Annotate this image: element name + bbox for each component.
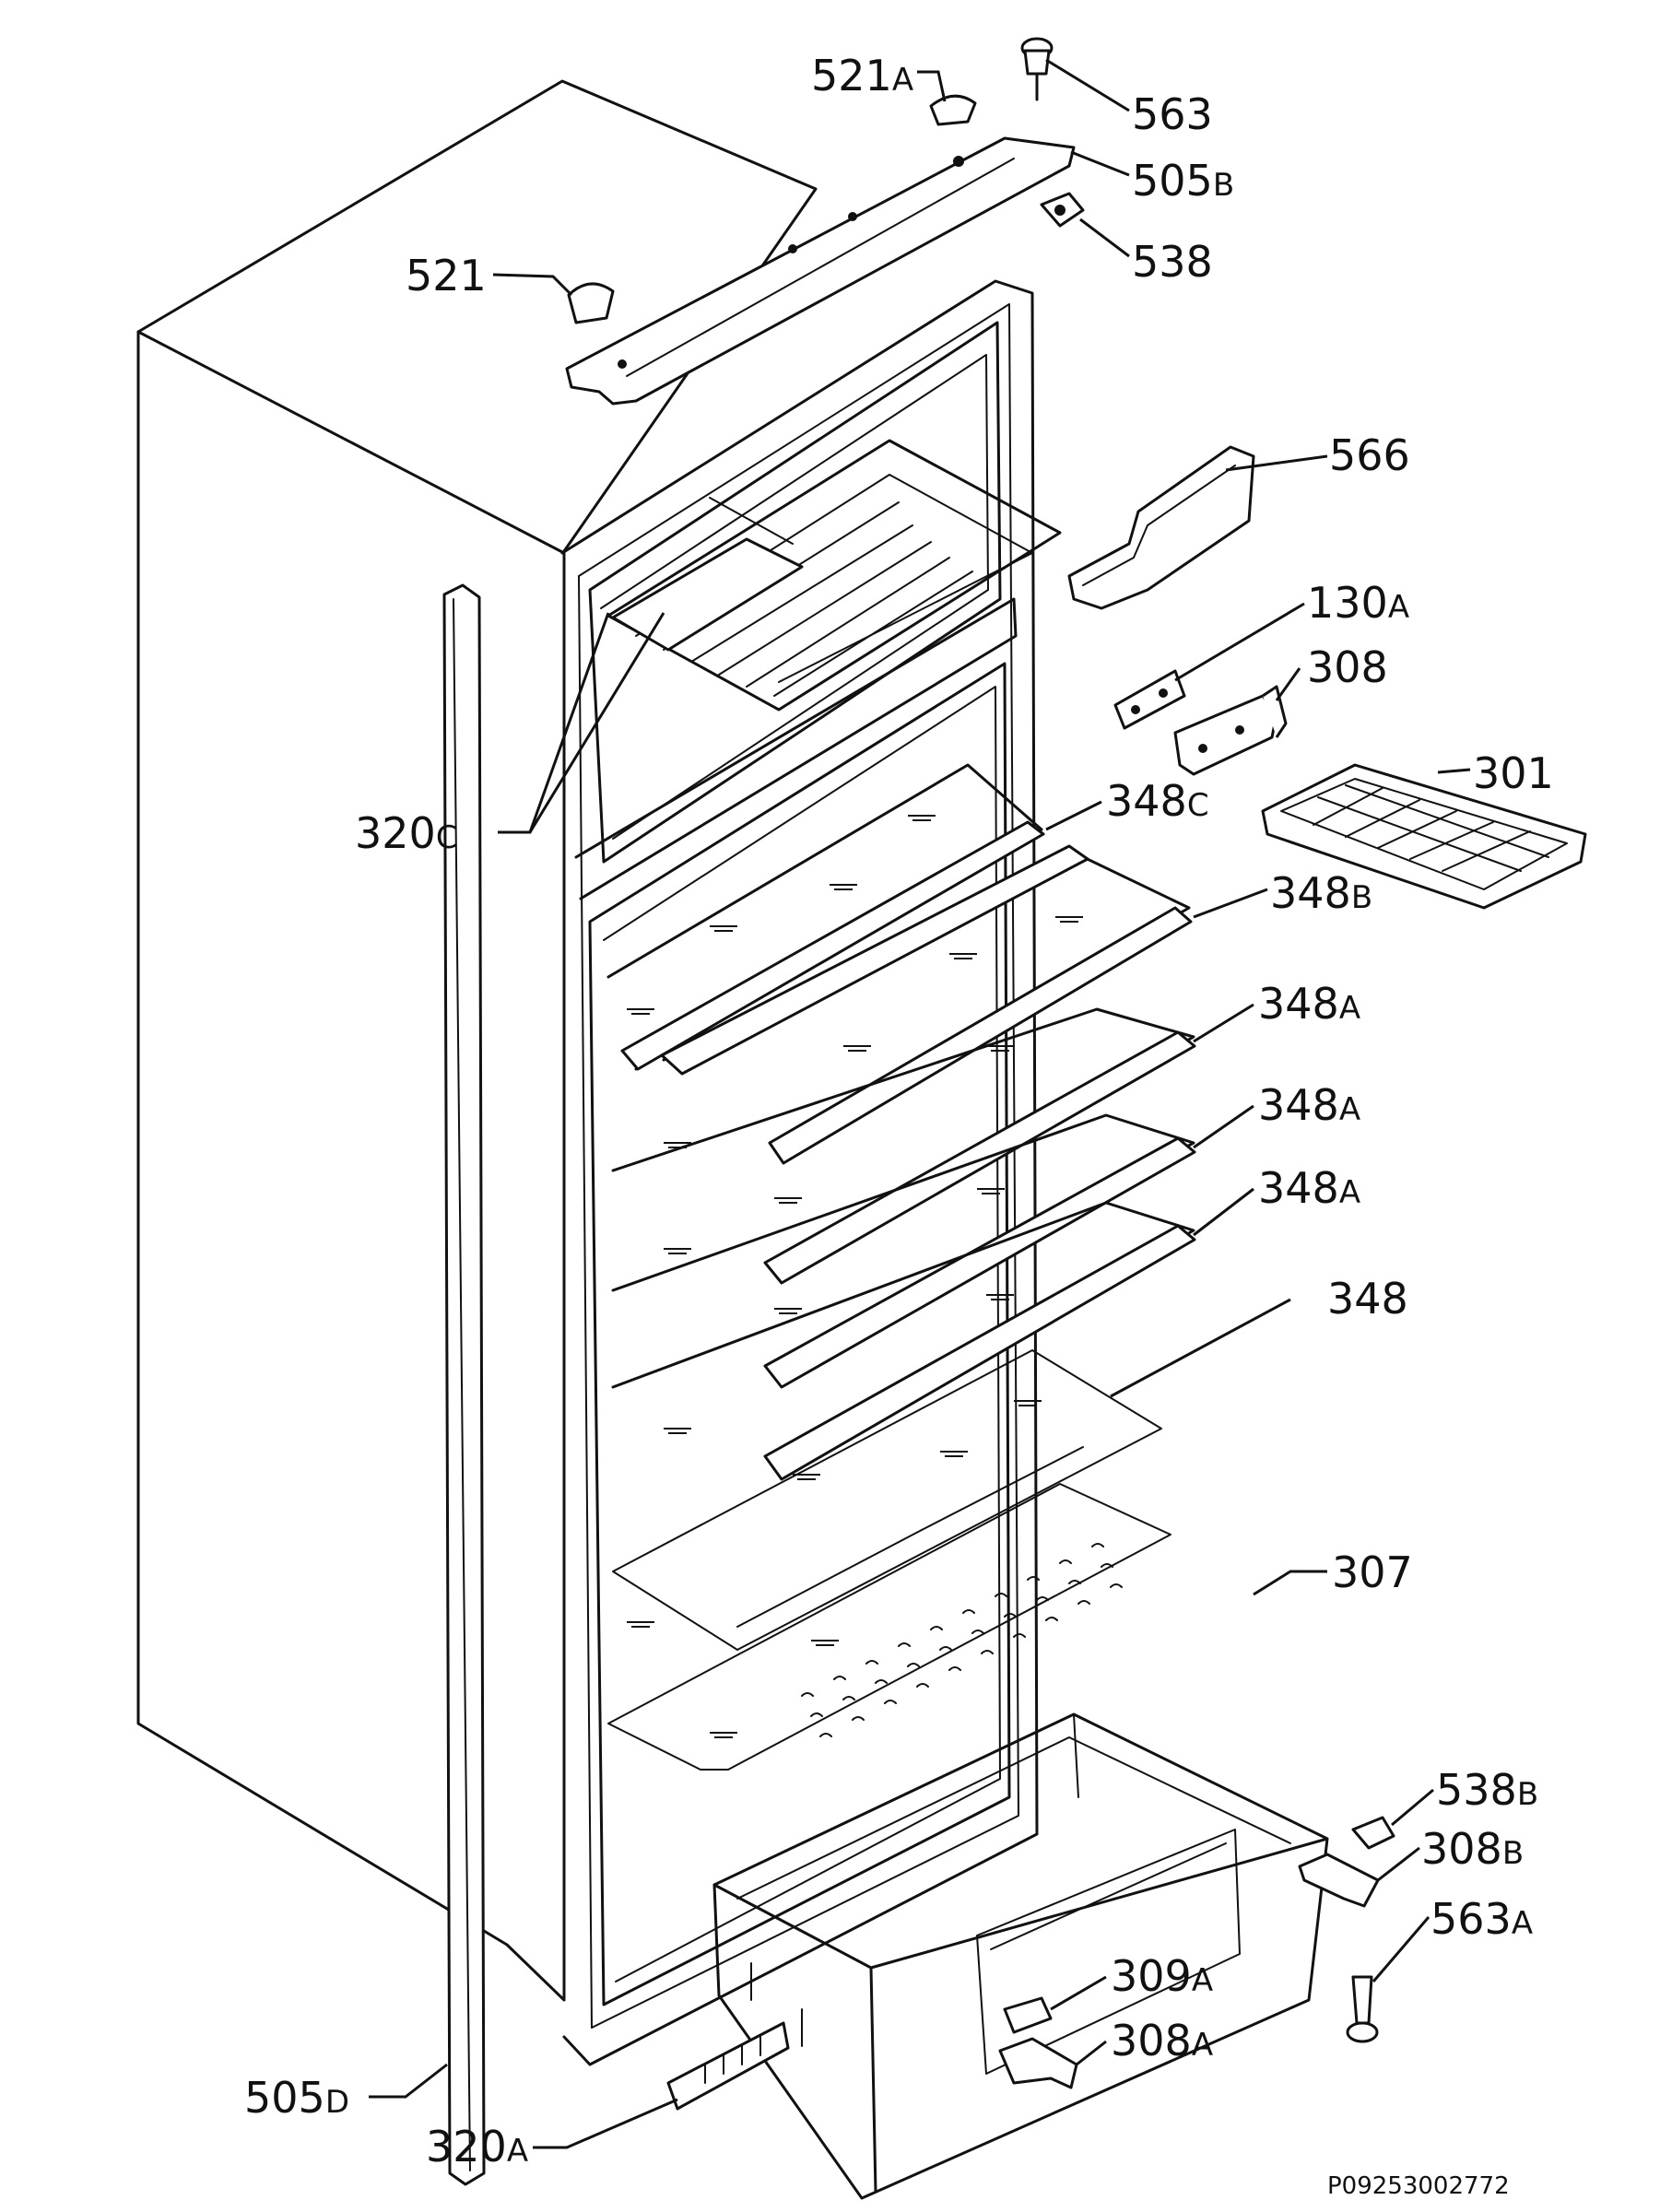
ice-tray-301 bbox=[1261, 763, 1587, 910]
drawing-code: P09253002772 bbox=[1327, 2172, 1510, 2200]
cover-cap-521a bbox=[929, 94, 977, 126]
hinge-pin-563a bbox=[1346, 1975, 1379, 2043]
label-348a-3: 348A bbox=[1258, 1163, 1360, 1213]
label-348a-2: 348A bbox=[1258, 1080, 1360, 1130]
label-348c: 348C bbox=[1106, 776, 1209, 826]
label-566: 566 bbox=[1329, 430, 1410, 480]
label-521a: 521A bbox=[811, 51, 913, 100]
bushing-538 bbox=[1040, 192, 1085, 228]
label-348b: 348B bbox=[1270, 868, 1372, 918]
label-505b: 505B bbox=[1132, 156, 1234, 206]
label-130a: 130A bbox=[1307, 578, 1409, 628]
label-348a-1: 348A bbox=[1258, 979, 1360, 1029]
label-320c: 320C bbox=[355, 808, 458, 858]
crisper-drawer bbox=[712, 1712, 1329, 2200]
glass-shelves bbox=[606, 763, 1196, 1771]
leader-lines bbox=[369, 58, 1471, 2149]
vent-pattern bbox=[801, 1543, 1123, 1737]
label-308a: 308A bbox=[1111, 2016, 1213, 2065]
hinge-308b bbox=[1298, 1853, 1380, 1908]
label-505d: 505D bbox=[244, 2073, 349, 2123]
label-301: 301 bbox=[1473, 748, 1554, 798]
hinge-308a bbox=[998, 2037, 1078, 2089]
label-538: 538 bbox=[1132, 237, 1213, 287]
label-309a: 309A bbox=[1111, 1951, 1213, 2001]
label-307: 307 bbox=[1332, 1547, 1413, 1597]
label-538b: 538B bbox=[1436, 1765, 1538, 1815]
label-348: 348 bbox=[1327, 1274, 1408, 1324]
label-563: 563 bbox=[1132, 89, 1213, 139]
label-308: 308 bbox=[1307, 642, 1388, 692]
hinge-308 bbox=[1173, 685, 1288, 776]
handle-566 bbox=[1067, 445, 1255, 610]
freezer-shelf bbox=[606, 439, 1062, 712]
plate-130a bbox=[1113, 669, 1186, 730]
bushing-538b bbox=[1351, 1816, 1395, 1850]
label-320a: 320A bbox=[426, 2122, 528, 2171]
label-521: 521 bbox=[406, 251, 487, 300]
cabinet-body bbox=[136, 79, 1039, 2066]
door-gasket bbox=[442, 583, 486, 2186]
cover-cap-521 bbox=[567, 282, 615, 324]
part-labels: 521A 563 505B 538 521 566 130A 308 301 3… bbox=[244, 51, 1554, 2200]
label-308b: 308B bbox=[1421, 1824, 1524, 1874]
label-563a: 563A bbox=[1430, 1894, 1533, 1944]
bushing-309a bbox=[1003, 1996, 1053, 2034]
hinge-pin-563 bbox=[1020, 37, 1054, 101]
top-hinge-bar bbox=[565, 136, 1076, 406]
